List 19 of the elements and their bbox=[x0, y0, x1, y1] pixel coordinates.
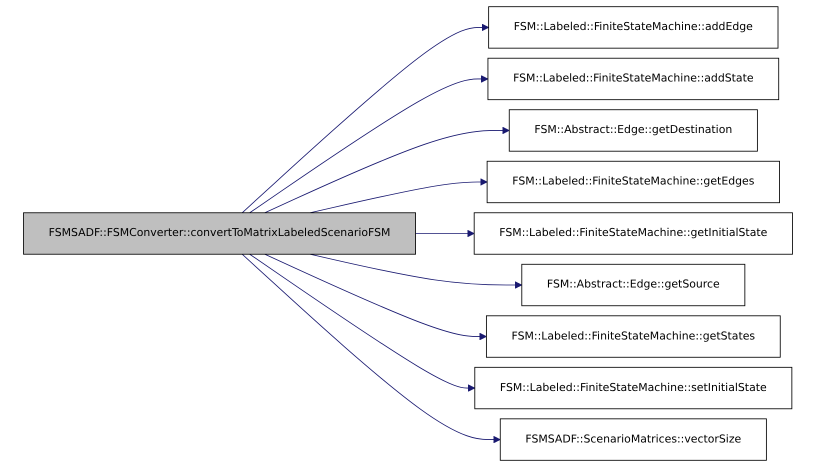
arrow bbox=[242, 254, 501, 444]
node-box: FSM::Labeled::FiniteStateMachine::getEdges bbox=[486, 160, 780, 204]
arrow bbox=[310, 254, 522, 289]
arrow bbox=[310, 178, 488, 214]
node-box: FSM::Abstract::Edge::getDestination bbox=[508, 109, 758, 152]
arrow bbox=[264, 126, 510, 214]
arrow bbox=[249, 75, 488, 214]
node-box: FSM::Labeled::FiniteStateMachine::addState bbox=[488, 58, 780, 100]
arrow bbox=[264, 254, 487, 340]
arrow bbox=[242, 24, 489, 214]
arrow bbox=[249, 254, 476, 392]
node-box: FSMSADF::ScenarioMatrices::vectorSize bbox=[500, 418, 767, 461]
node-box: FSM::Abstract::Edge::getSource bbox=[521, 264, 746, 306]
node-box: FSM::Labeled::FiniteStateMachine::getInitialState bbox=[474, 212, 793, 255]
node-box: FSM::Labeled::FiniteStateMachine::getStates bbox=[486, 315, 781, 358]
node-box: FSM::Labeled::FiniteStateMachine::addEdge bbox=[488, 6, 778, 49]
arrow bbox=[415, 230, 475, 238]
node-box: FSMSADF::FSMConverter::convertToMatrixLabeledScenarioFSM bbox=[23, 212, 416, 255]
node-box: FSM::Labeled::FiniteStateMachine::setInitialState bbox=[474, 366, 792, 410]
